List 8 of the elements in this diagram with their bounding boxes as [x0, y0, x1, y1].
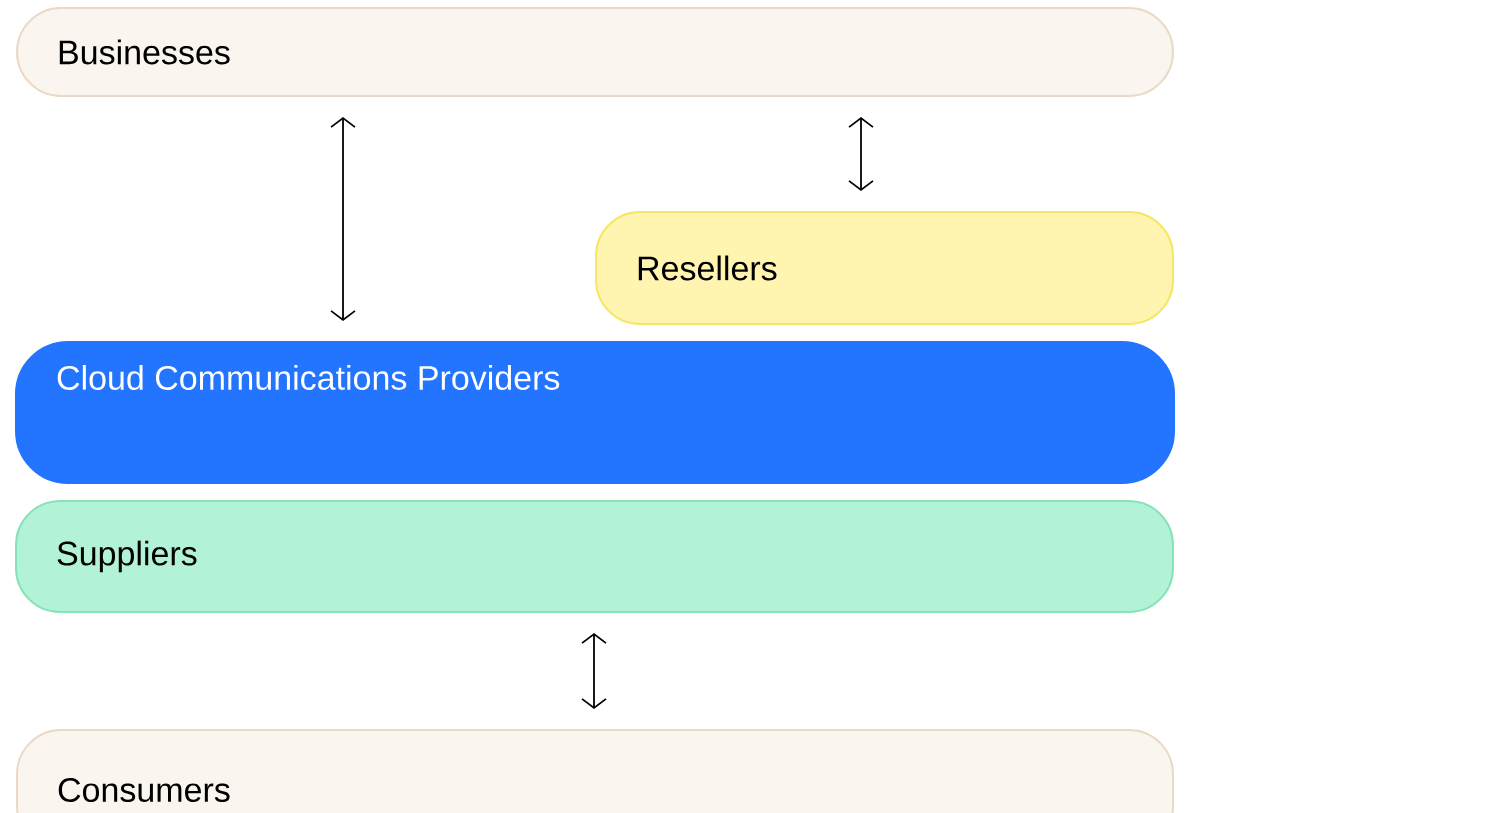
- layer-band: Consumers: [16, 729, 1174, 813]
- layer-band: Businesses: [16, 7, 1174, 97]
- arrow: [848, 117, 874, 191]
- arrow: [330, 117, 356, 321]
- layer-band: Suppliers: [15, 500, 1174, 613]
- layer-band: Cloud Communications Providers: [15, 341, 1175, 484]
- layer-band: Resellers: [595, 211, 1174, 325]
- arrow: [581, 633, 607, 709]
